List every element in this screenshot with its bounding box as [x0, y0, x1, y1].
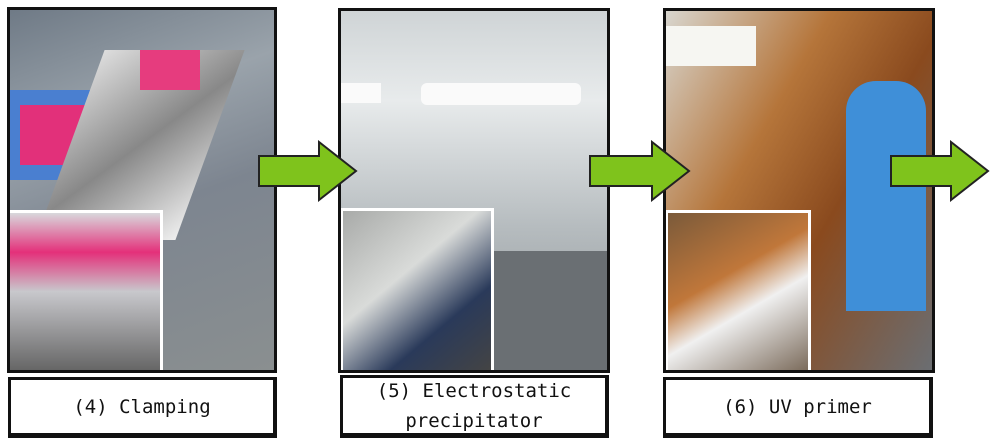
- electrostatic-precipitator-photo: [338, 8, 610, 373]
- step-label-uv-primer: (6) UV primer: [663, 377, 933, 438]
- step-label-clamping: (4) Clamping: [8, 377, 277, 438]
- arrow-right-icon: [890, 140, 990, 202]
- pink-parts: [140, 50, 200, 90]
- fluorescent-lamp: [666, 26, 756, 66]
- booth-base: [491, 251, 607, 370]
- uv-primer-inset-photo: [666, 210, 811, 370]
- electrostatic-inset-photo: [341, 208, 494, 370]
- clamping-photo: [7, 7, 277, 373]
- fluorescent-lamp: [421, 83, 581, 105]
- uv-primer-photo: [663, 8, 935, 373]
- arrow-right-icon: [258, 140, 358, 202]
- worker: [846, 81, 926, 311]
- fluorescent-lamp: [341, 83, 381, 103]
- arrow-right-icon: [589, 140, 691, 202]
- clamping-inset-photo: [10, 210, 163, 370]
- step-label-electrostatic-precipitator: (5) Electrostatic precipitator: [340, 375, 609, 438]
